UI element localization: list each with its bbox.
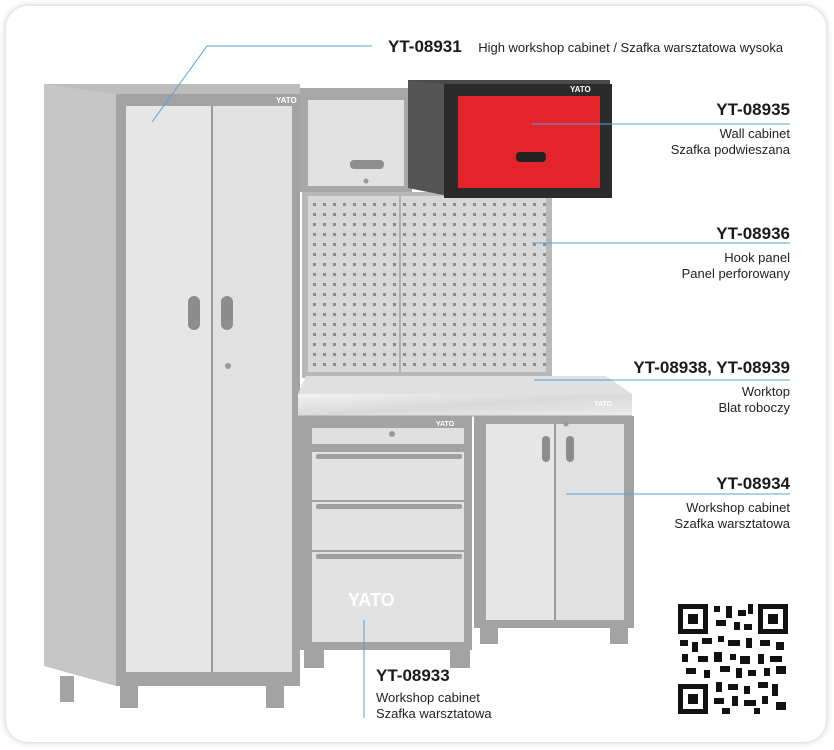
- leader-lines: [151, 45, 790, 718]
- product-name-pl: Blat roboczy: [718, 399, 790, 415]
- product-name-pl: Szafka warsztatowa: [674, 515, 790, 531]
- svg-text:YATO: YATO: [436, 421, 455, 428]
- product-code: YT-08931: [388, 37, 462, 56]
- door-cabinet: YATO: [474, 401, 634, 644]
- worktop: [298, 376, 632, 417]
- product-code: YT-08934: [716, 474, 790, 493]
- product-code: YT-08936: [716, 224, 790, 243]
- product-name-en: Workshop cabinet: [376, 690, 480, 706]
- drawer-cabinet: YATO YATO: [300, 416, 472, 668]
- product-code: YT-08935: [716, 100, 790, 119]
- product-name: High workshop cabinet / Szafka warsztato…: [478, 40, 784, 55]
- product-name-en: Workshop cabinet: [686, 500, 790, 516]
- product-name-en: Worktop: [741, 384, 790, 400]
- brand-logo-large: YATO: [348, 590, 395, 610]
- hook-panel: [302, 192, 552, 378]
- svg-text:YATO: YATO: [570, 85, 591, 94]
- label-workshop-cabinet-doors: YT-08934 Workshop cabinet Szafka warszta…: [590, 474, 790, 532]
- product-name-en: Hook panel: [724, 250, 790, 266]
- product-name-pl: Szafka warsztatowa: [376, 705, 492, 721]
- label-workshop-cabinet-drawers: YT-08933 Workshop cabinet Szafka warszta…: [376, 666, 576, 722]
- product-name-pl: Szafka podwieszana: [670, 141, 790, 157]
- product-code: YT-08938, YT-08939: [633, 358, 790, 377]
- qr-code-icon: [678, 604, 788, 714]
- upper-box: [300, 88, 412, 192]
- product-code: YT-08933: [376, 666, 450, 685]
- label-wall-cabinet: YT-08935 Wall cabinet Szafka podwieszana: [590, 100, 790, 158]
- brand-logo-small: YATO: [276, 96, 297, 105]
- label-worktop: YT-08938, YT-08939 Worktop Blat roboczy: [560, 358, 790, 416]
- svg-text:YATO: YATO: [594, 401, 613, 408]
- label-hook-panel: YT-08936 Hook panel Panel perforowany: [590, 224, 790, 282]
- wall-cabinet-door: [458, 96, 600, 188]
- label-high-cabinet: YT-08931 High workshop cabinet / Szafka …: [388, 37, 783, 57]
- wall-cabinet: YATO: [408, 80, 612, 198]
- high-cabinet: YATO: [44, 84, 300, 708]
- product-name-en: Wall cabinet: [719, 126, 790, 142]
- product-name-pl: Panel perforowany: [681, 265, 790, 281]
